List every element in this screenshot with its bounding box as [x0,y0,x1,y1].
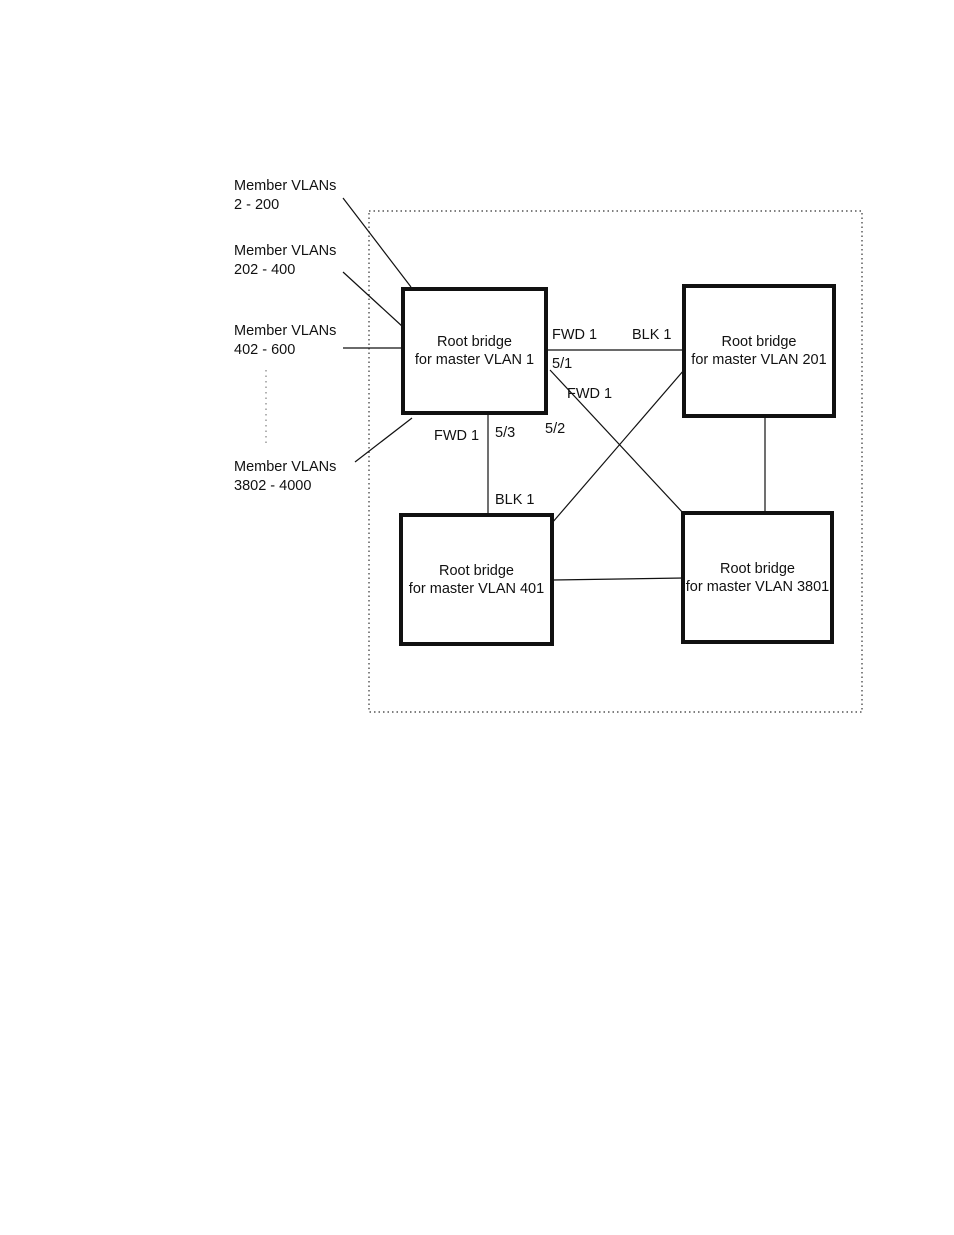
member-vlans-title: Member VLANs [234,458,336,477]
label-fwd-diagonal: FWD 1 [567,385,612,404]
bridge-vlan: for master VLAN 3801 [686,578,829,596]
root-bridge-vlan-201: Root bridge for master VLAN 201 [682,284,836,418]
leader-line-3802-4000 [355,418,412,462]
label-port-5-3: 5/3 [495,424,515,443]
label-fwd-left: FWD 1 [434,427,479,446]
root-bridge-vlan-401: Root bridge for master VLAN 401 [399,513,554,646]
bridge-vlan: for master VLAN 1 [415,351,534,369]
member-vlans-group-1: Member VLANs 2 - 200 [234,177,336,215]
member-vlans-group-2: Member VLANs 202 - 400 [234,242,336,280]
member-vlans-title: Member VLANs [234,177,336,196]
member-vlans-range: 402 - 600 [234,341,336,360]
member-vlans-range: 202 - 400 [234,261,336,280]
label-blk-bottom: BLK 1 [495,491,535,510]
member-vlans-group-3: Member VLANs 402 - 600 [234,322,336,360]
root-bridge-vlan-3801: Root bridge for master VLAN 3801 [681,511,834,644]
bridge-vlan: for master VLAN 201 [691,351,826,369]
member-vlans-title: Member VLANs [234,322,336,341]
leader-line-202-400 [343,272,403,327]
member-vlans-range: 2 - 200 [234,196,336,215]
bridge-vlan: for master VLAN 401 [409,580,544,598]
label-port-5-1: 5/1 [552,355,572,374]
bridge-label: Root bridge [722,333,797,351]
link-vlan401-vlan3801 [553,578,684,580]
member-vlans-range: 3802 - 4000 [234,477,336,496]
label-fwd-top: FWD 1 [552,326,597,345]
label-blk-top: BLK 1 [632,326,672,345]
label-port-5-2: 5/2 [545,420,565,439]
bridge-label: Root bridge [720,560,795,578]
bridge-label: Root bridge [439,562,514,580]
bridge-label: Root bridge [437,333,512,351]
root-bridge-vlan-1: Root bridge for master VLAN 1 [401,287,548,415]
member-vlans-group-4: Member VLANs 3802 - 4000 [234,458,336,496]
member-vlans-title: Member VLANs [234,242,336,261]
